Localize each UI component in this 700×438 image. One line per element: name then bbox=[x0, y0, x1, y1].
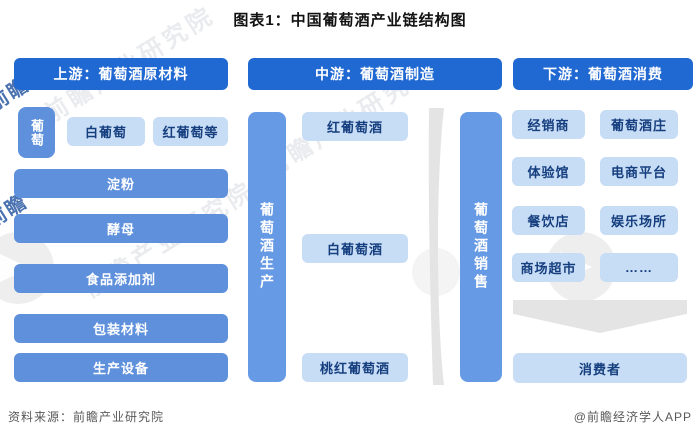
channel-box-experience-hall: 体验馆 bbox=[512, 157, 585, 186]
upstream-header: 上游：葡萄酒原材料 bbox=[14, 58, 228, 90]
down-arrow-shape bbox=[513, 300, 687, 333]
downstream-header: 下游：葡萄酒消费 bbox=[513, 58, 693, 90]
material-box-packaging: 包装材料 bbox=[14, 314, 228, 343]
product-box-rose-wine: 桃红葡萄酒 bbox=[302, 353, 408, 382]
source-note: 资料来源：前瞻产业研究院 bbox=[8, 410, 165, 424]
channel-box-restaurant: 餐饮店 bbox=[512, 206, 585, 235]
product-box-white-wine: 白葡萄酒 bbox=[302, 234, 408, 263]
channel-box-winery: 葡萄酒庄 bbox=[600, 110, 678, 139]
channel-box-entertainment: 娱乐场所 bbox=[600, 206, 678, 235]
credit-note: @前瞻经济学人APP bbox=[573, 410, 692, 424]
figure-title: 图表1：中国葡萄酒产业链结构图 bbox=[233, 12, 467, 29]
midstream-header: 中游：葡萄酒制造 bbox=[248, 58, 502, 90]
product-box-red-wine: 红葡萄酒 bbox=[302, 112, 408, 141]
grape-type-red-box: 红葡萄等 bbox=[153, 117, 228, 146]
grape-box: 葡萄 bbox=[18, 107, 55, 158]
grape-type-white-box: 白葡萄 bbox=[67, 117, 145, 146]
production-bar: 葡萄酒生产 bbox=[248, 112, 286, 382]
flow-connector-shape bbox=[428, 108, 444, 385]
channel-box-ellipsis: …… bbox=[600, 253, 678, 282]
channel-box-distributor: 经销商 bbox=[512, 110, 585, 139]
material-box-starch: 淀粉 bbox=[14, 169, 228, 198]
channel-box-ecommerce: 电商平台 bbox=[600, 157, 678, 186]
channel-box-supermarket: 商场超市 bbox=[512, 253, 585, 282]
sales-bar: 葡萄酒销售 bbox=[460, 112, 502, 382]
material-box-additives: 食品添加剂 bbox=[14, 264, 228, 293]
material-box-equipment: 生产设备 bbox=[14, 353, 228, 382]
consumer-box: 消费者 bbox=[513, 353, 687, 383]
material-box-yeast: 酵母 bbox=[14, 214, 228, 243]
